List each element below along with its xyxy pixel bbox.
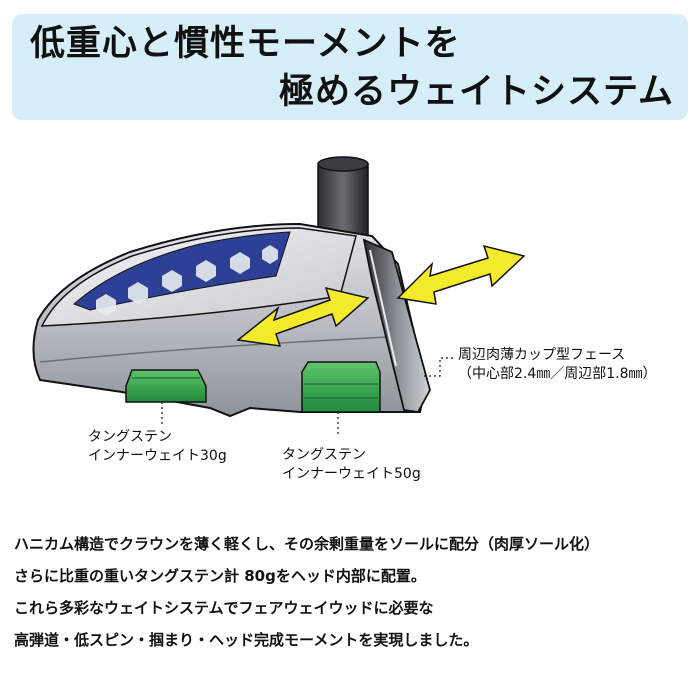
face-callout-line-1: 周辺肉薄カップ型フェース (458, 347, 626, 363)
weight-50g (301, 361, 381, 413)
head-body (32, 222, 428, 418)
description-line-1: ハニカム構造でクラウンを薄く軽くし、その余剰重量をソールに配分（肉厚ソール化） (14, 535, 600, 553)
club-head-illustration (32, 156, 526, 436)
weight-30g (125, 369, 207, 403)
description-line-4: 高弾道・低スピン・掴まり・ヘッド完成モーメントを実現しました。 (14, 631, 479, 649)
face-callout: 周辺肉薄カップ型フェース （中心部2.4㎜／周辺部1.8㎜） (458, 346, 657, 384)
arrow-right (396, 244, 526, 305)
face-callout-line-2: （中心部2.4㎜／周辺部1.8㎜） (458, 366, 657, 382)
honeycomb-pattern (96, 245, 278, 316)
title-banner: 低重心と慣性モーメントを 極めるウェイトシステム (12, 14, 688, 120)
weight-30g-callout-line-2: インナーウェイト30g (88, 448, 227, 464)
description-line-3: これら多彩なウェイトシステムでフェアウェイウッドに必要な (14, 599, 434, 617)
weight-50g-callout: タングステン インナーウェイト50g (282, 446, 421, 484)
weight-50g-callout-line-2: インナーウェイト50g (282, 466, 421, 482)
description-line-2: さらに比重の重いタングステン計 80gをヘッド内部に配置。 (14, 567, 426, 585)
leader-lines (161, 357, 456, 436)
weight-30g-callout: タングステン インナーウェイト30g (88, 428, 227, 466)
title-line-1: 低重心と慣性モーメントを (30, 24, 461, 64)
description: ハニカム構造でクラウンを薄く軽くし、その余剰重量をソールに配分（肉厚ソール化） … (14, 528, 690, 656)
title-line-2: 極めるウェイトシステム (279, 72, 674, 112)
cup-face (362, 238, 431, 413)
weight-50g-callout-line-1: タングステン (282, 447, 366, 463)
weight-30g-callout-line-1: タングステン (88, 429, 172, 445)
arrow-left (236, 286, 370, 347)
